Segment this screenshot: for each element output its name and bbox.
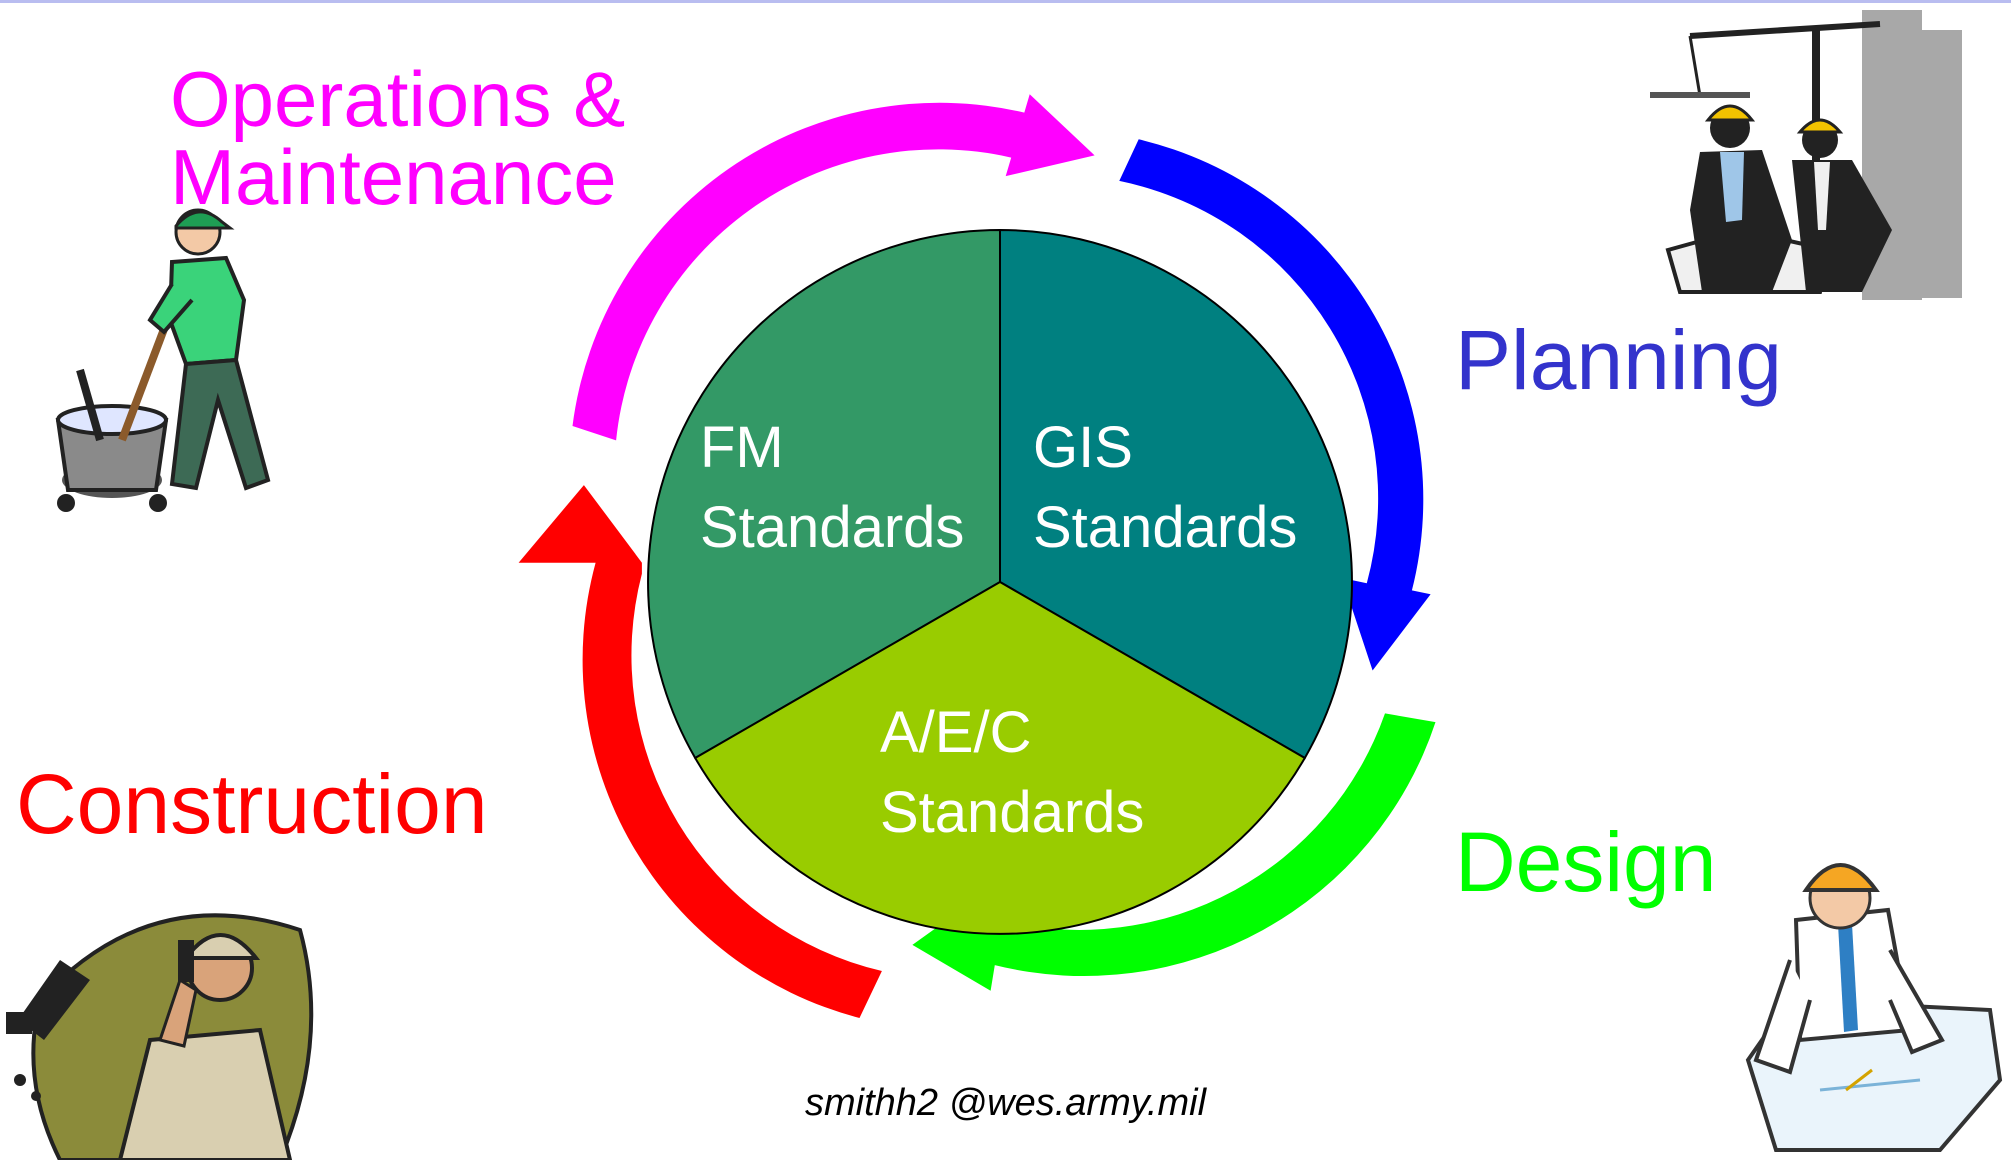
aec-label-line1: A/E/C bbox=[880, 700, 1032, 765]
footer-email: smithh2 @wes.army.mil bbox=[804, 1082, 1207, 1124]
construction-worker-radio-illustration bbox=[6, 913, 314, 1160]
gis-label-line1: GIS bbox=[1033, 415, 1133, 480]
operations-label-line1: Operations & bbox=[170, 55, 626, 143]
standards-pie bbox=[647, 228, 1353, 935]
pie-segment-fm bbox=[647, 228, 1001, 760]
gis-label-line2: Standards bbox=[1033, 495, 1297, 560]
pie-segment-aec bbox=[693, 580, 1307, 935]
planning-label: Planning bbox=[1455, 313, 1782, 407]
arrow-design bbox=[912, 713, 1436, 991]
operations-maintenance-label: Operations & Maintenance bbox=[170, 60, 625, 216]
engineers-reviewing-plans-illustration bbox=[1650, 10, 1962, 300]
pie-segment-gis bbox=[999, 228, 1353, 760]
operations-label-line2: Maintenance bbox=[170, 133, 617, 221]
fm-label-line1: FM bbox=[700, 415, 784, 480]
top-rule bbox=[0, 0, 2011, 3]
janitor-mopping-illustration bbox=[55, 208, 271, 512]
construction-label: Construction bbox=[16, 757, 488, 851]
arrow-planning bbox=[1119, 139, 1431, 671]
aec-label-line2: Standards bbox=[880, 780, 1144, 845]
fm-label-line2: Standards bbox=[700, 495, 964, 560]
arrow-operations bbox=[572, 94, 1095, 441]
design-label: Design bbox=[1455, 815, 1717, 909]
designer-drafting-illustration bbox=[1745, 863, 2003, 1152]
arrow-construction bbox=[518, 485, 882, 1019]
